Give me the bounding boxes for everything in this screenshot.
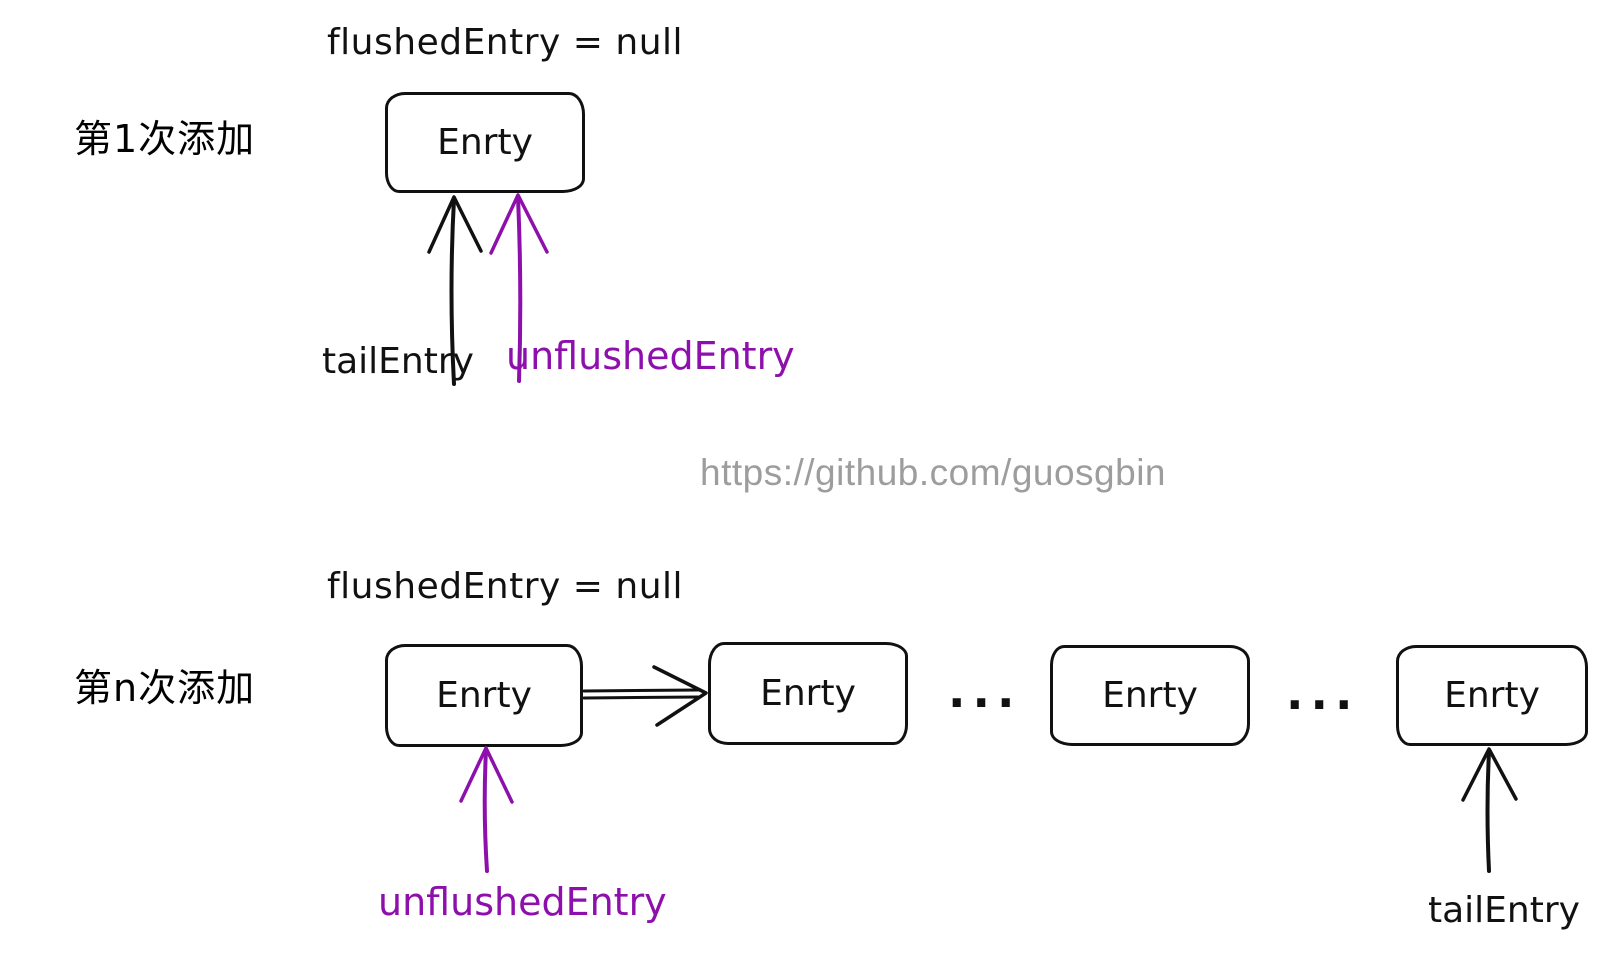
section1-unflushed-entry-label: unflushedEntry bbox=[506, 334, 795, 378]
section2-next-link-arrow bbox=[582, 665, 708, 727]
section1-entry-box: Enrty bbox=[385, 92, 585, 193]
section2-entry-box-2: Enrty bbox=[708, 642, 908, 745]
section1-flushed-entry-label: flushedEntry = null bbox=[327, 22, 684, 63]
section2-entry-box-3-label: Enrty bbox=[1102, 675, 1198, 716]
ellipsis-2: ... bbox=[1286, 666, 1360, 720]
section2-entry-box-1-label: Enrty bbox=[436, 675, 532, 716]
section2-unflushed-entry-label: unflushedEntry bbox=[378, 880, 667, 924]
section2-entry-box-1: Enrty bbox=[385, 644, 583, 747]
section2-tail-entry-label: tailEntry bbox=[1428, 890, 1580, 931]
section2-unflushed-entry-arrow bbox=[459, 746, 514, 873]
section2-entry-box-2-label: Enrty bbox=[760, 673, 856, 714]
section2-entry-box-4: Enrty bbox=[1396, 645, 1588, 746]
section2-tail-entry-arrow bbox=[1461, 747, 1518, 873]
ellipsis-1: ... bbox=[948, 664, 1022, 718]
section1-entry-box-label: Enrty bbox=[437, 122, 533, 163]
section2-entry-box-4-label: Enrty bbox=[1444, 675, 1540, 716]
section1-tail-entry-label: tailEntry bbox=[322, 341, 474, 382]
section2-flushed-entry-label: flushedEntry = null bbox=[327, 566, 684, 607]
section1-row-label: 第1次添加 bbox=[74, 117, 256, 161]
section2-entry-box-3: Enrty bbox=[1050, 645, 1250, 746]
watermark-url: https://github.com/guosgbin bbox=[700, 452, 1167, 493]
section2-row-label: 第n次添加 bbox=[74, 666, 256, 710]
